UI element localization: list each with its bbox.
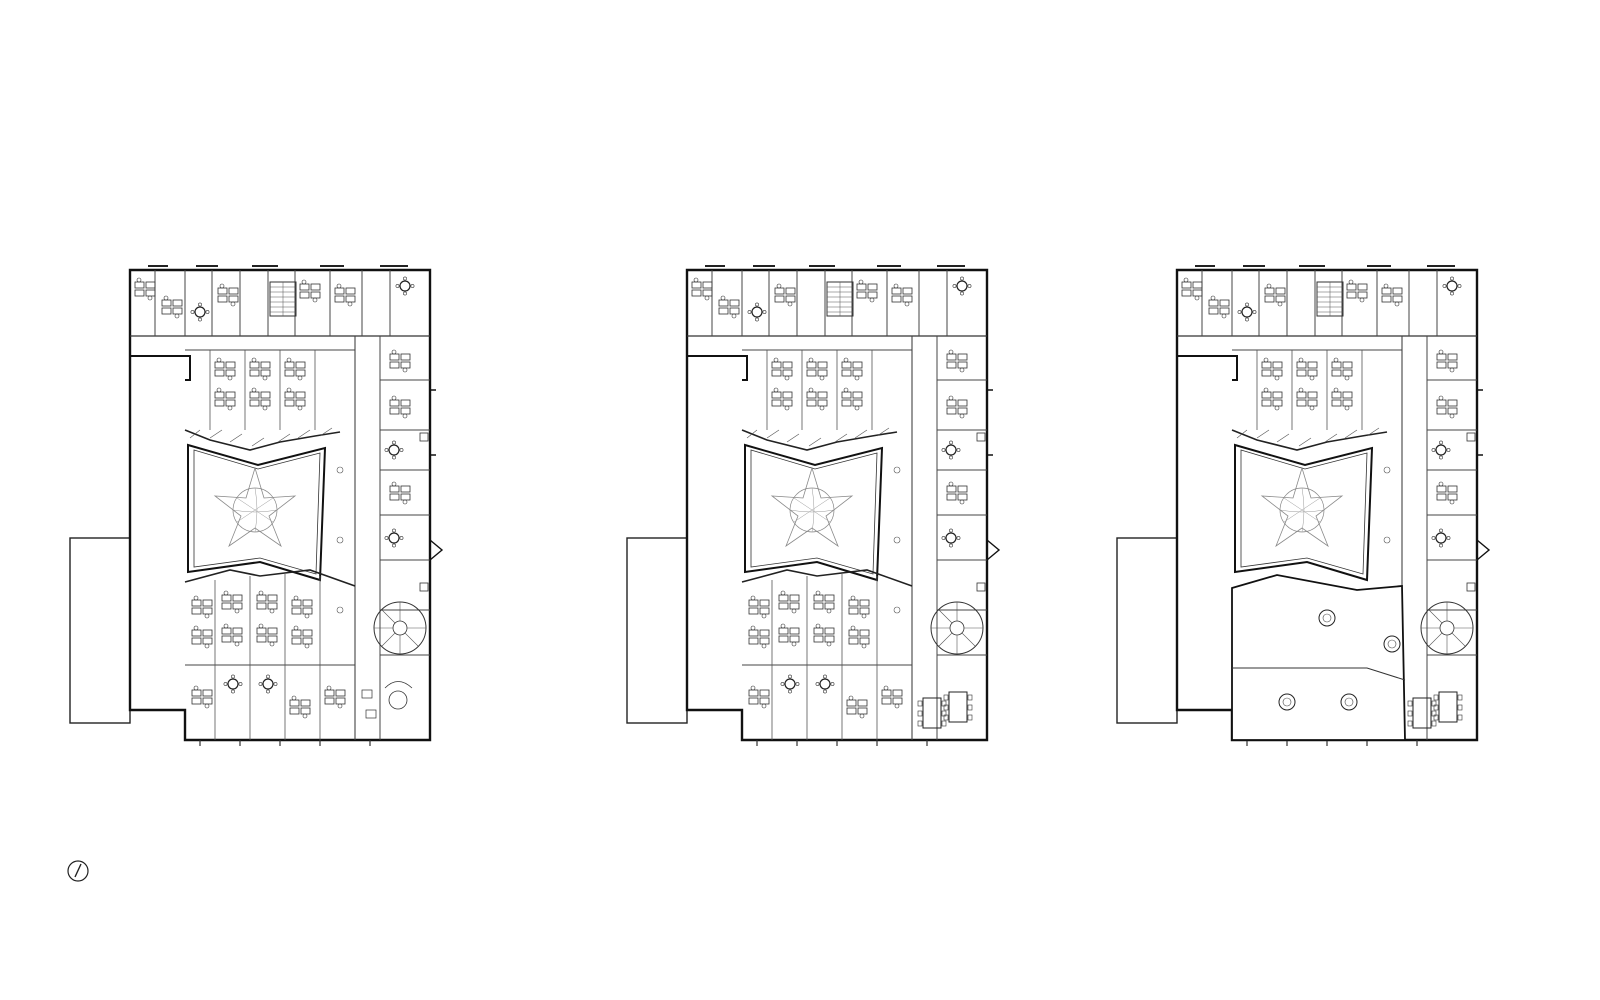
floor-plan-2 bbox=[627, 266, 999, 746]
north-arrow-icon bbox=[67, 860, 89, 882]
floor-plan-3 bbox=[1117, 266, 1489, 746]
floor-plan-1 bbox=[70, 266, 442, 746]
